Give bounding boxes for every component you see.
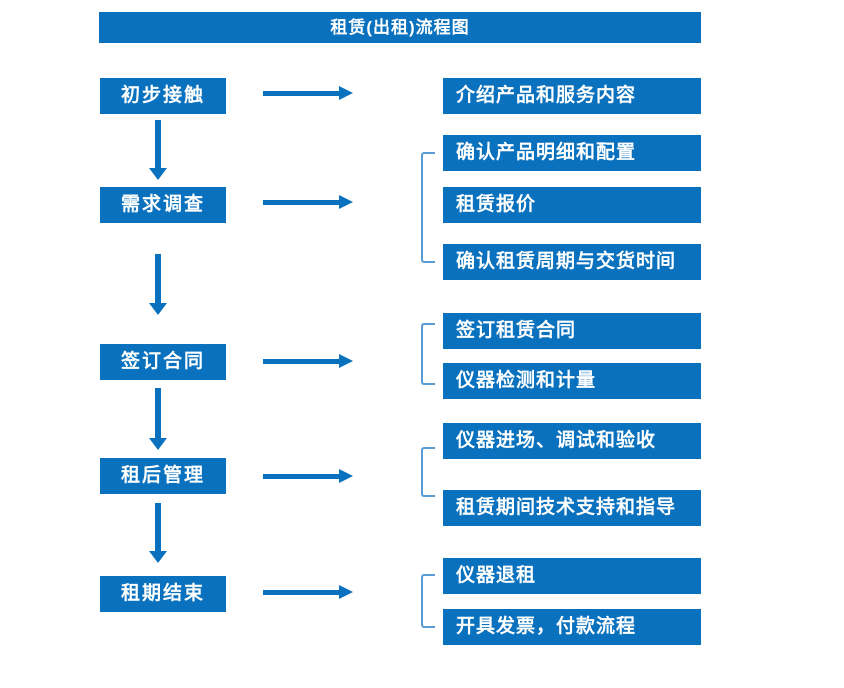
- arrow-head: [149, 168, 167, 180]
- arrow-shaft: [155, 503, 161, 551]
- arrow-head: [339, 585, 353, 599]
- step-box-demand-survey: 需求调查: [100, 187, 226, 223]
- down-arrow-icon: [149, 120, 167, 180]
- arrow-shaft: [263, 200, 341, 205]
- down-arrow-icon: [149, 254, 167, 315]
- output-box-instrument-setup: 仪器进场、调试和验收: [443, 423, 701, 459]
- output-box-tech-support: 租赁期间技术支持和指导: [443, 490, 701, 526]
- arrow-head: [149, 438, 167, 450]
- arrow-shaft: [263, 359, 341, 364]
- step-box-post-rental-mgmt: 租后管理: [100, 458, 226, 494]
- right-arrow-icon: [263, 353, 353, 369]
- output-box-confirm-details: 确认产品明细和配置: [443, 135, 701, 171]
- right-arrow-icon: [263, 85, 353, 101]
- arrow-shaft: [263, 474, 341, 479]
- step-box-sign-contract: 签订合同: [100, 344, 226, 380]
- arrow-head: [339, 354, 353, 368]
- output-box-rental-quote: 租赁报价: [443, 187, 701, 223]
- flowchart-title: 租赁(出租)流程图: [99, 12, 701, 43]
- right-arrow-icon: [263, 468, 353, 484]
- group-bracket-icon: [421, 574, 435, 628]
- output-box-instrument-testing: 仪器检测和计量: [443, 363, 701, 399]
- output-box-confirm-period: 确认租赁周期与交货时间: [443, 244, 701, 280]
- arrow-shaft: [155, 388, 161, 438]
- output-box-sign-rental-contract: 签订租赁合同: [443, 313, 701, 349]
- step-box-rental-end: 租期结束: [100, 576, 226, 612]
- arrow-head: [339, 195, 353, 209]
- right-arrow-icon: [263, 194, 353, 210]
- arrow-head: [149, 551, 167, 563]
- output-box-invoice-payment: 开具发票，付款流程: [443, 609, 701, 645]
- arrow-shaft: [263, 590, 341, 595]
- step-box-initial-contact: 初步接触: [100, 78, 226, 114]
- arrow-shaft: [155, 254, 161, 303]
- down-arrow-icon: [149, 388, 167, 450]
- down-arrow-icon: [149, 503, 167, 563]
- arrow-head: [339, 469, 353, 483]
- group-bracket-icon: [421, 323, 435, 385]
- group-bracket-icon: [421, 152, 435, 263]
- arrow-shaft: [155, 120, 161, 168]
- arrow-shaft: [263, 91, 341, 96]
- group-bracket-icon: [421, 447, 435, 497]
- arrow-head: [149, 303, 167, 315]
- right-arrow-icon: [263, 584, 353, 600]
- arrow-head: [339, 86, 353, 100]
- output-box-intro-products: 介绍产品和服务内容: [443, 78, 701, 114]
- output-box-instrument-return: 仪器退租: [443, 558, 701, 594]
